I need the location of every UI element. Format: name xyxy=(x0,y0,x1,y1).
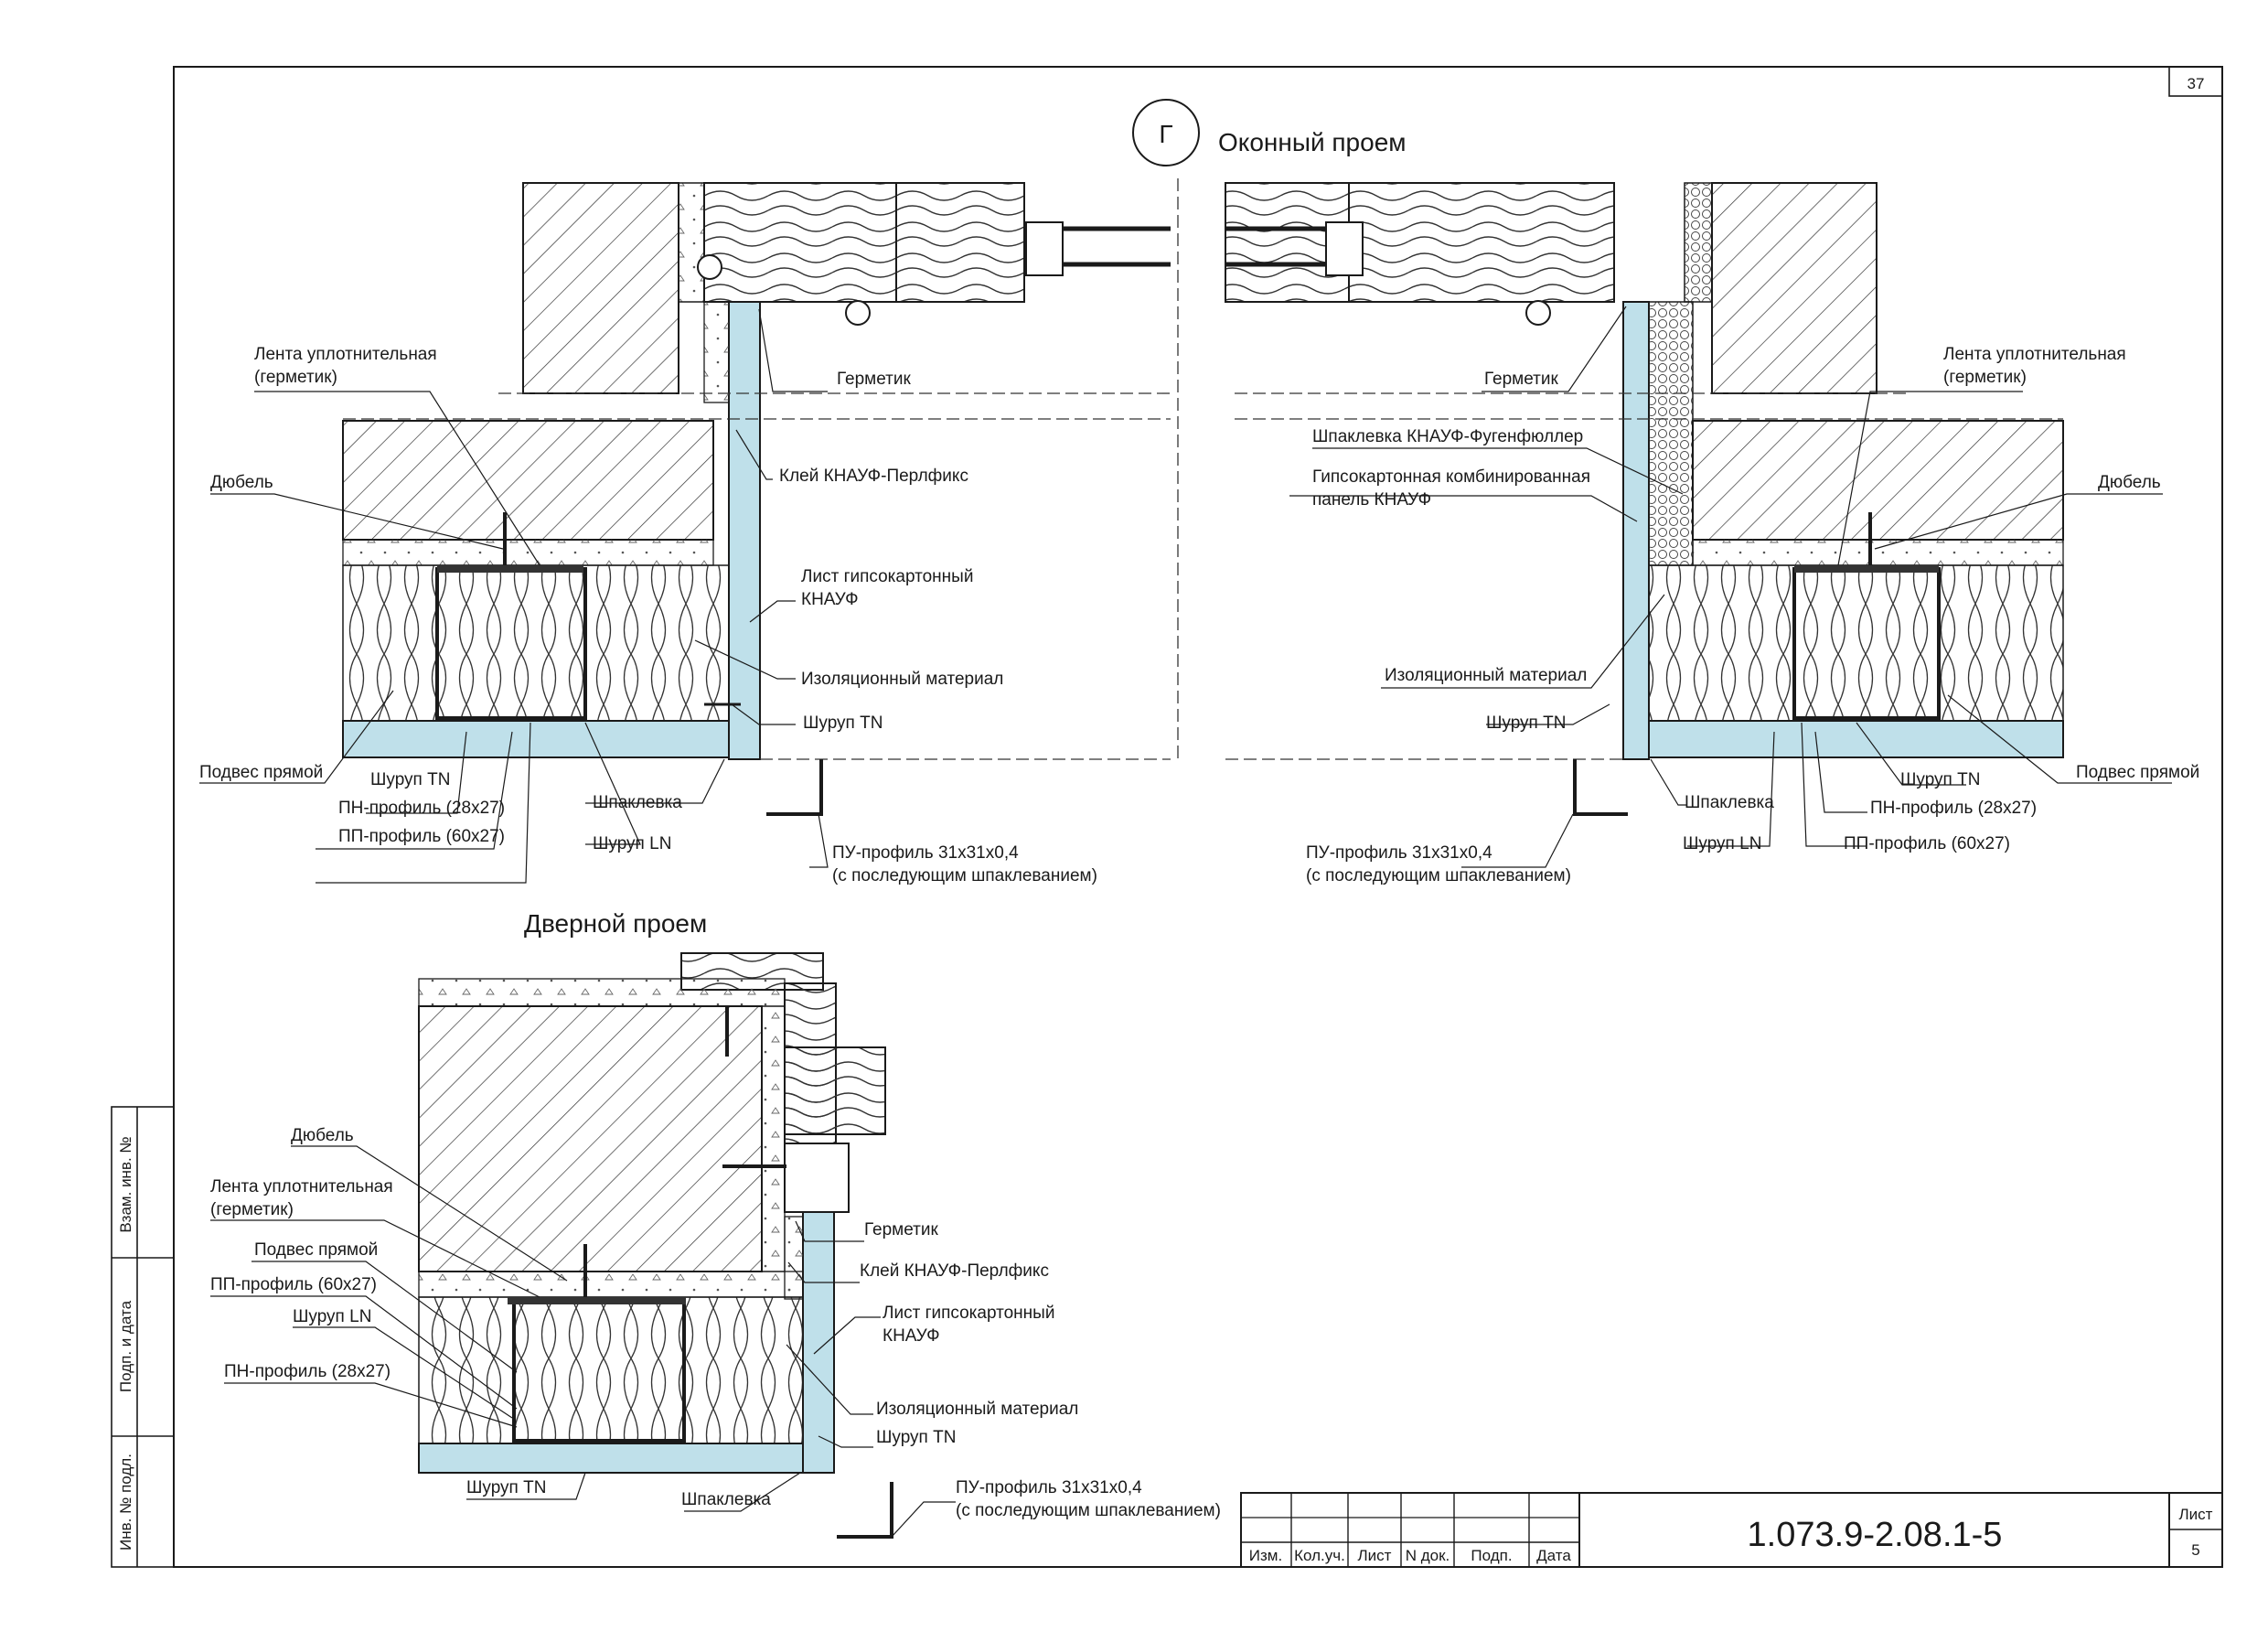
d-pp-profile: ПП-профиль (60х27) xyxy=(210,1275,377,1294)
wr-panel-2: панель КНАУФ xyxy=(1312,490,1431,510)
d-dowel: Дюбель xyxy=(291,1126,354,1145)
stamp-exchange-inv: Взам. инв. № xyxy=(117,1136,134,1232)
col-sign: Подп. xyxy=(1471,1547,1512,1564)
wl-tape-2: (герметик) xyxy=(254,368,337,387)
wl-pu-2: (с последующим шпаклеванием) xyxy=(832,866,1097,885)
wr-putty: Шпаклевка xyxy=(1685,793,1774,812)
window-left-leaders xyxy=(199,308,829,884)
wr-screw-tn-left: Шуруп TN xyxy=(1486,714,1566,733)
wl-pu-1: ПУ-профиль 31х31х0,4 xyxy=(832,843,1019,863)
window-section-header: Г Оконный проем xyxy=(1132,99,1407,759)
wl-sealant: Герметик xyxy=(837,370,911,389)
window-title: Оконный проем xyxy=(1218,128,1407,156)
col-date: Дата xyxy=(1536,1547,1571,1564)
wr-tape-1: Лента уплотнительная xyxy=(1943,345,2126,364)
d-screw-ln: Шуруп LN xyxy=(293,1307,371,1326)
side-stamp: Взам. инв. № Подп. и дата Инв. № подл. xyxy=(111,1106,175,1568)
wl-tape-1: Лента уплотнительная xyxy=(254,345,437,364)
door-leaders xyxy=(210,1145,956,1538)
wr-screw-ln: Шуруп LN xyxy=(1683,834,1761,853)
sheet-number: 5 xyxy=(2191,1541,2199,1559)
d-screw-tn-right: Шуруп TN xyxy=(876,1428,956,1447)
window-left-drawing xyxy=(342,182,1171,816)
col-sheet: Лист xyxy=(1358,1547,1392,1564)
wl-screw-tn-right: Шуруп TN xyxy=(803,714,883,733)
window-right-drawing xyxy=(1225,182,2064,816)
d-glue: Клей КНАУФ-Перлфикс xyxy=(860,1261,1049,1281)
wl-screw-ln: Шуруп LN xyxy=(593,834,671,853)
section-marker: Г xyxy=(1159,120,1172,148)
wl-sheet-1: Лист гипсокартонный xyxy=(801,567,973,586)
wl-glue: Клей КНАУФ-Перлфикс xyxy=(779,467,968,486)
d-pn-profile: ПН-профиль (28х27) xyxy=(224,1362,390,1381)
wr-hanger: Подвес прямой xyxy=(2076,763,2199,782)
col-count: Кол.уч. xyxy=(1294,1547,1345,1564)
wl-dowel: Дюбель xyxy=(210,473,273,492)
d-putty: Шпаклевка xyxy=(681,1490,771,1509)
wl-hanger: Подвес прямой xyxy=(199,763,323,782)
wl-putty: Шпаклевка xyxy=(593,793,682,812)
stamp-original-inv: Инв. № подл. xyxy=(117,1454,134,1551)
d-pu-2: (с последующим шпаклеванием) xyxy=(956,1501,1221,1520)
d-sheet-1: Лист гипсокартонный xyxy=(883,1304,1054,1323)
door-title: Дверной проем xyxy=(524,909,707,938)
drawing-frame: 37 xyxy=(173,66,2223,1568)
window-left-labels: Лента уплотнительная (герметик) Дюбель Г… xyxy=(199,345,1097,885)
d-tape-2: (герметик) xyxy=(210,1200,294,1219)
wr-filler: Шпаклевка КНАУФ-Фугенфюллер xyxy=(1312,427,1583,446)
d-insulation: Изоляционный материал xyxy=(876,1400,1078,1419)
wl-pn-profile: ПН-профиль (28х27) xyxy=(338,799,505,818)
drawing-code: 1.073.9-2.08.1-5 xyxy=(1748,1516,2003,1554)
d-pu-1: ПУ-профиль 31х31х0,4 xyxy=(956,1478,1142,1497)
wl-screw-tn: Шуруп TN xyxy=(370,770,450,789)
window-right-labels: Герметик Лента уплотнительная (герметик)… xyxy=(1306,345,2199,885)
wl-pp-profile: ПП-профиль (60х27) xyxy=(338,827,505,846)
wr-screw-tn: Шуруп TN xyxy=(1900,770,1980,789)
wr-pn-profile: ПН-профиль (28х27) xyxy=(1870,799,2037,818)
wr-dowel: Дюбель xyxy=(2098,473,2161,492)
d-sealant: Герметик xyxy=(864,1220,938,1239)
d-sheet-2: КНАУФ xyxy=(883,1326,940,1346)
d-hanger: Подвес прямой xyxy=(254,1240,378,1260)
page-number: 37 xyxy=(2188,75,2205,92)
window-right-leaders xyxy=(1289,306,2172,868)
wr-panel-1: Гипсокартонная комбинированная xyxy=(1312,467,1590,487)
wl-sheet-2: КНАУФ xyxy=(801,590,859,609)
wr-sealant: Герметик xyxy=(1484,370,1558,389)
door-labels: Дюбель Лента уплотнительная (герметик) П… xyxy=(210,1126,1221,1520)
sheet-label: Лист xyxy=(2179,1506,2213,1523)
d-tape-1: Лента уплотнительная xyxy=(210,1177,393,1196)
stamp-sign-date: Подп. и дата xyxy=(117,1300,134,1392)
wr-pu-1: ПУ-профиль 31х31х0,4 xyxy=(1306,843,1492,863)
wr-pu-2: (с последующим шпаклеванием) xyxy=(1306,866,1571,885)
col-doc: N док. xyxy=(1406,1547,1450,1564)
wl-insulation: Изоляционный материал xyxy=(801,670,1003,689)
wr-pp-profile: ПП-профиль (60х27) xyxy=(1844,834,2010,853)
door-drawing xyxy=(418,952,893,1539)
col-change: Изм. xyxy=(1249,1547,1282,1564)
wr-insulation: Изоляционный материал xyxy=(1385,666,1587,685)
title-block: Изм. Кол.уч. Лист N док. Подп. Дата 1.07… xyxy=(1240,1492,2223,1568)
wr-tape-2: (герметик) xyxy=(1943,368,2027,387)
door-section-header: Дверной проем xyxy=(524,909,707,938)
section-marker-circle xyxy=(1132,99,1200,166)
d-screw-tn: Шуруп TN xyxy=(466,1478,546,1497)
